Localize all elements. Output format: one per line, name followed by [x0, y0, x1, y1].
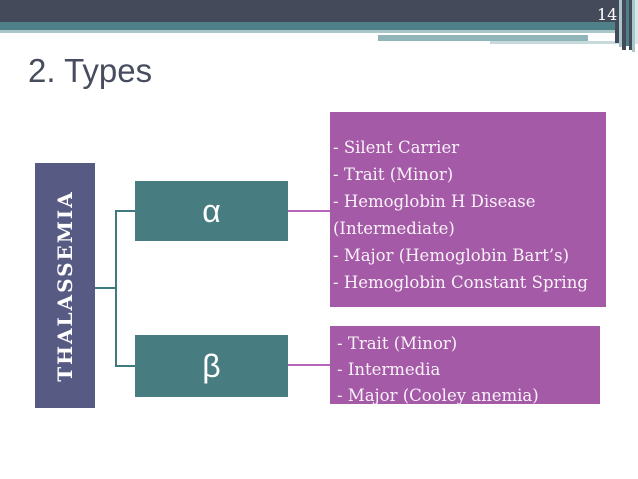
alpha-detail-item: - Hemoglobin H Disease (Intermediate) — [333, 192, 536, 238]
connector-vertical — [115, 210, 117, 367]
slide-number: 14 — [597, 5, 618, 24]
header-band-teal — [0, 22, 638, 30]
corner-stripe — [622, 0, 626, 50]
corner-stripe — [629, 0, 632, 50]
node-beta: β — [135, 335, 288, 397]
connector-to-beta — [117, 365, 135, 367]
beta-details-box: - Trait (Minor) - Intermedia - Major (Co… — [330, 326, 600, 405]
corner-stripe — [615, 0, 619, 43]
connector-alpha-to-details — [288, 210, 330, 212]
header-accent-bar-light — [490, 41, 638, 44]
connector-to-alpha — [117, 210, 135, 212]
node-alpha: α — [135, 181, 288, 241]
connector-beta-to-details — [288, 364, 330, 366]
beta-detail-item: - Major (Cooley anemia) — [337, 386, 539, 405]
corner-stripe — [619, 0, 622, 47]
alpha-detail-item: - Silent Carrier — [333, 138, 460, 157]
corner-stripe — [632, 0, 635, 52]
alpha-details-box: - Silent Carrier - Trait (Minor) - Hemog… — [330, 112, 606, 307]
slide-title: 2. Types — [28, 52, 153, 89]
corner-stripe — [626, 0, 629, 46]
root-node-thalassemia: THALASSEMIA — [35, 163, 95, 408]
alpha-detail-item: - Hemoglobin Constant Spring — [333, 273, 588, 292]
corner-stripe — [635, 0, 638, 44]
root-node-label: THALASSEMIA — [53, 189, 77, 382]
header-band-light — [0, 30, 638, 33]
header-accent-bar — [378, 35, 588, 41]
beta-detail-item: - Intermedia — [337, 360, 441, 379]
node-alpha-label: α — [202, 192, 221, 229]
alpha-detail-item: - Trait (Minor) — [333, 165, 454, 184]
alpha-detail-item: - Major (Hemoglobin Bart’s) — [333, 246, 570, 265]
beta-detail-item: - Trait (Minor) — [337, 334, 458, 353]
header-band-dark — [0, 0, 638, 22]
connector-root-stem — [95, 287, 115, 289]
node-beta-label: β — [202, 347, 221, 384]
